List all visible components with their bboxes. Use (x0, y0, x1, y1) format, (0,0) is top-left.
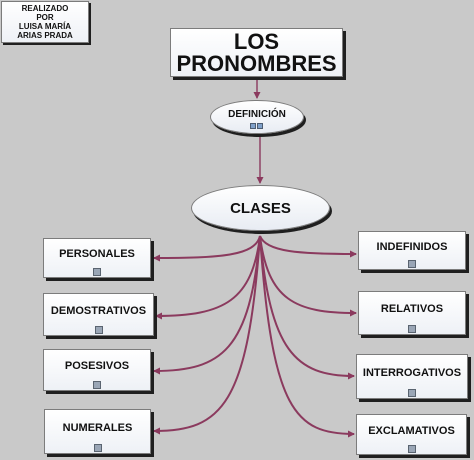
attachment-icon[interactable] (408, 389, 416, 397)
author-line: POR (36, 13, 54, 22)
attachment-icon[interactable] (93, 268, 101, 276)
attachment-icon[interactable] (408, 260, 416, 268)
connector-classes-personales (153, 235, 261, 262)
classes-node[interactable]: CLASES (191, 185, 330, 231)
title-line: PRONOMBRES (176, 50, 337, 76)
attachment-icon[interactable] (93, 381, 101, 389)
node-label: EXCLAMATIVOS (368, 424, 455, 437)
node-exclamativos[interactable]: EXCLAMATIVOS (356, 414, 467, 455)
connector-classes-interrogativos (259, 235, 355, 380)
node-interrogativos[interactable]: INTERROGATIVOS (356, 354, 468, 399)
attachment-icon[interactable] (407, 445, 416, 453)
node-label: PERSONALES (59, 248, 135, 260)
title-line: LOS (233, 28, 280, 54)
attachment-icon[interactable] (93, 444, 102, 452)
author-box[interactable]: REALIZADO POR LUISA MARÍA ARIAS PRADA (1, 1, 89, 43)
attachment-icon[interactable] (94, 326, 103, 334)
node-label: RELATIVOS (380, 303, 444, 315)
node-indefinidos[interactable]: INDEFINIDOS (358, 231, 466, 270)
definition-node[interactable]: DEFINICIÓN (210, 100, 304, 134)
connector-classes-demostrativos (155, 235, 261, 320)
node-personales[interactable]: PERSONALES (43, 238, 151, 278)
title-box[interactable]: LOS PRONOMBRES (170, 28, 343, 77)
node-label: INDEFINIDOS (376, 240, 448, 253)
author-line: REALIZADO (21, 4, 69, 13)
connector-classes-exclamativos (259, 235, 355, 438)
node-demostrativos[interactable]: DEMOSTRATIVOS (43, 293, 154, 336)
node-posesivos[interactable]: POSESIVOS (43, 349, 151, 391)
author-line: LUISA MARÍA (18, 22, 72, 31)
node-numerales[interactable]: NUMERALES (44, 409, 151, 454)
attachment-icon[interactable] (250, 123, 264, 130)
attachment-icon[interactable] (408, 325, 416, 333)
node-label: NUMERALES (62, 421, 133, 434)
connector-classes-posesivos (153, 235, 261, 375)
definition-label: DEFINICIÓN (228, 108, 286, 120)
node-label: INTERROGATIVOS (362, 366, 462, 379)
node-label: DEMOSTRATIVOS (50, 304, 147, 317)
connector-classes-indefinidos (259, 235, 357, 258)
node-relativos[interactable]: RELATIVOS (358, 291, 466, 335)
node-label: POSESIVOS (64, 360, 130, 372)
connector-classes-relativos (259, 235, 357, 317)
author-line: ARIAS PRADA (17, 31, 73, 40)
connector-classes-numerales (153, 235, 261, 435)
classes-label: CLASES (230, 199, 291, 217)
